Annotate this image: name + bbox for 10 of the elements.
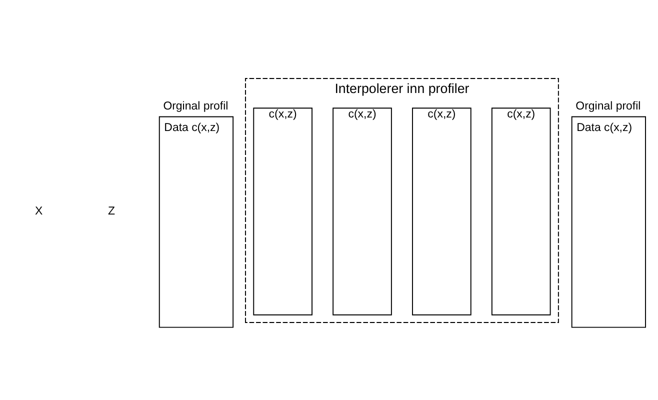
node-box: c(x,z) (253, 107, 312, 315)
label: X (34, 204, 43, 217)
node-label: Orginal profil (163, 100, 228, 112)
node-box: c(x,z) (412, 107, 472, 315)
label: Z (108, 204, 116, 217)
node-box: Data c(x,z) (571, 116, 646, 328)
node-box: c(x,z) (491, 107, 551, 315)
node-label: Orginal profil (576, 100, 641, 112)
node-box: Data c(x,z) (158, 116, 234, 328)
node-box: c(x,z) (332, 107, 392, 315)
